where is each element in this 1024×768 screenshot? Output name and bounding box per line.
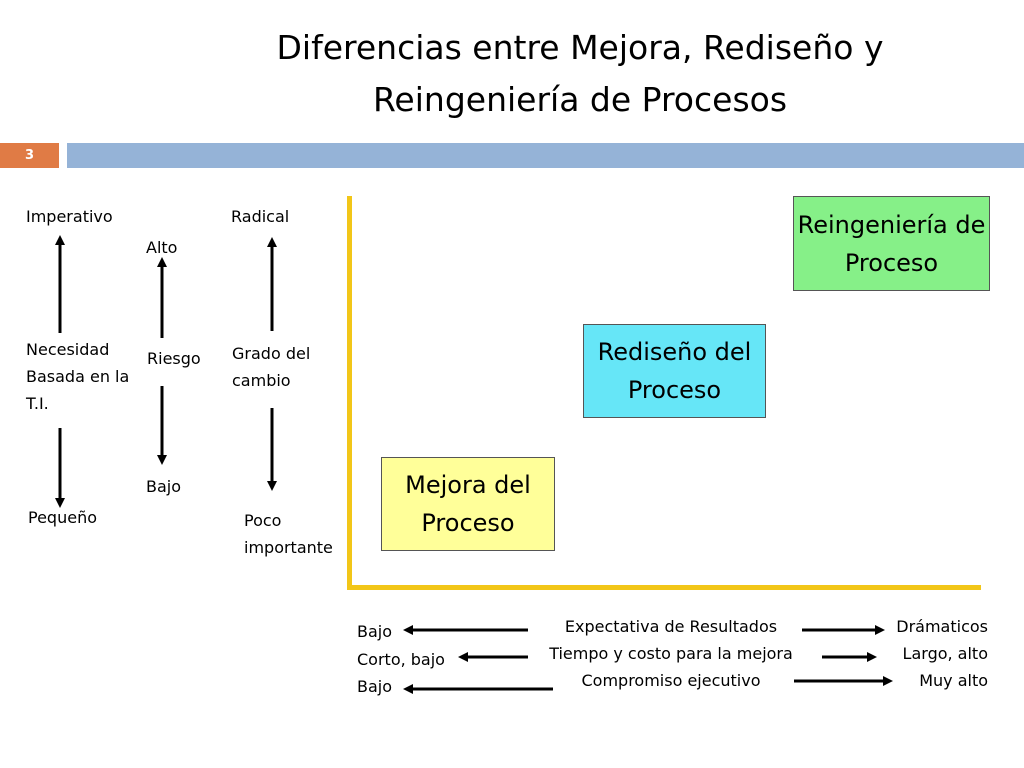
tiempo-label: Tiempo y costo para la mejora	[549, 644, 793, 663]
necesidad-bottom-label: Pequeño	[28, 508, 97, 527]
horizontal-axis	[347, 585, 981, 590]
slide-number: 3	[0, 143, 59, 168]
cambio-label: Grado del cambio	[232, 344, 311, 390]
riesgo-bottom-label: Bajo	[146, 477, 182, 496]
compromiso-left-label: Bajo	[357, 677, 393, 696]
tiempo-left-label: Corto, bajo	[357, 650, 445, 669]
compromiso-label: Compromiso ejecutivo	[581, 671, 761, 690]
tiempo-right-label: Largo, alto	[902, 644, 988, 663]
cambio-top-label: Radical	[231, 207, 290, 226]
resultados-right-label: Drámaticos	[896, 617, 988, 636]
header-band	[67, 143, 1024, 168]
rediseno-box: Rediseño del Proceso	[583, 324, 766, 418]
riesgo-label: Riesgo	[147, 349, 201, 368]
resultados-left-label: Bajo	[357, 622, 393, 641]
necesidad-label: Necesidad Basada en la T.I.	[26, 340, 130, 413]
rediseno-box-label: Rediseño del Proceso	[597, 338, 752, 404]
compromiso-right-label: Muy alto	[919, 671, 988, 690]
reingenieria-box-label: Reingeniería de Proceso	[797, 210, 986, 277]
necesidad-top-label: Imperativo	[26, 207, 113, 226]
mejora-box-label: Mejora del Proceso	[405, 471, 531, 537]
slide-title: Diferencias entre Mejora, Rediseño y Rei…	[276, 28, 884, 119]
reingenieria-box: Reingeniería de Proceso	[793, 196, 990, 291]
riesgo-top-label: Alto	[146, 238, 178, 257]
mejora-box: Mejora del Proceso	[381, 457, 555, 551]
vertical-axis	[347, 196, 352, 589]
resultados-label: Expectativa de Resultados	[564, 617, 778, 636]
cambio-bottom-label: Poco importante	[244, 511, 333, 557]
